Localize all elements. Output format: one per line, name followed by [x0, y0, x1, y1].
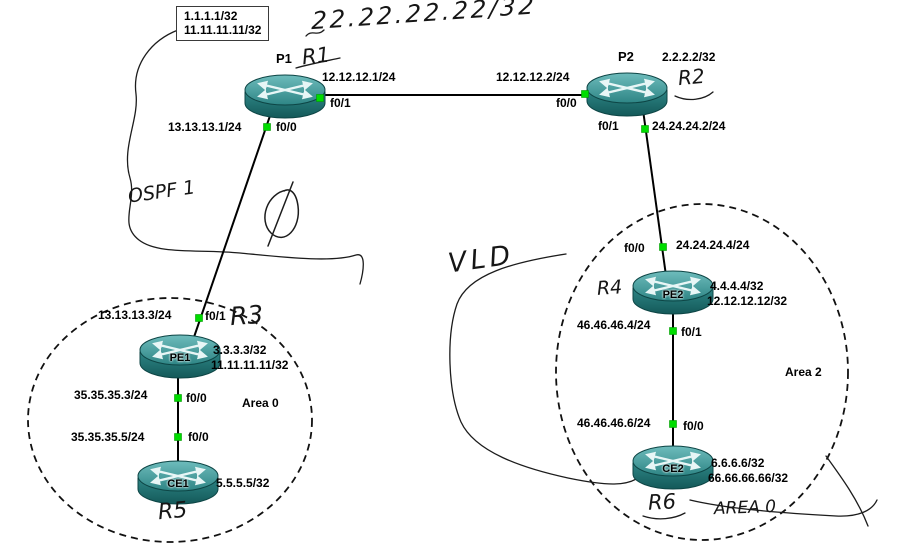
dot-ce2-f0-0: [669, 420, 677, 428]
freehand-r2-underline: [674, 91, 714, 101]
area0-boundary-ellipse: [27, 297, 313, 543]
dot-p2-f0-0: [581, 90, 589, 98]
pe2-f00-ip-label: 24.24.24.4/24: [676, 238, 750, 252]
dot-ce1-f0-0: [174, 433, 182, 441]
p1-f00-ip-label: 13.13.13.1/24: [168, 120, 242, 134]
p2-f00-interface-label: f0/0: [556, 96, 577, 110]
pe2-f01-interface-label: f0/1: [681, 325, 702, 339]
pe2-loopback1-label: 4.4.4.4/32: [710, 279, 764, 293]
p1-loopback2-label: 11.11.11.11/32: [184, 23, 262, 37]
p1-f01-interface-label: f0/1: [330, 96, 351, 110]
ce1-f00-interface-label: f0/0: [188, 430, 209, 444]
ce2-f00-interface-label: f0/0: [683, 419, 704, 433]
router-p2-icon: [587, 73, 667, 116]
ce1-loopback-label: 5.5.5.5/32: [216, 476, 270, 490]
dot-pe2-f0-1: [669, 327, 677, 335]
pe2-f01-ip-label: 46.46.46.4/24: [577, 318, 651, 332]
area2-label: Area 2: [785, 365, 822, 379]
p2-f00-ip-label: 12.12.12.2/24: [496, 70, 570, 84]
p1-loopback1-label: 1.1.1.1/32: [184, 9, 238, 23]
router-p1-name: P1: [276, 51, 292, 66]
link-p2-pe2: [642, 109, 669, 291]
router-ce2-name: CE2: [662, 463, 684, 475]
ce2-loopback2-label: 66.66.66.66/32: [708, 471, 789, 485]
handwritten-r6: R6: [647, 489, 677, 515]
pe1-f00-interface-label: f0/0: [186, 391, 207, 405]
p1-loopback-note-box: 1.1.1.1/32 11.11.11.11/32: [176, 6, 270, 41]
link-p1-pe1: [192, 109, 273, 341]
pe1-loopback2-label: 11.11.11.11/32: [211, 358, 289, 372]
p2-f01-interface-label: f0/1: [598, 119, 619, 133]
p2-f01-ip-label: 24.24.24.2/24: [652, 119, 726, 133]
router-p2-name: P2: [618, 49, 634, 64]
router-p1-icon: [245, 75, 325, 118]
pe1-f00-ip-label: 35.35.35.3/24: [74, 388, 148, 402]
dot-p1-f0-1: [316, 94, 324, 102]
freehand-bottom-right-diagonal: [825, 455, 869, 527]
dot-p2-f0-1: [641, 125, 649, 133]
ce1-f00-ip-label: 35.35.35.5/24: [71, 430, 145, 444]
pe2-f00-interface-label: f0/0: [624, 241, 645, 255]
freehand-left-loop: [126, 29, 364, 285]
router-pe1-name: PE1: [169, 352, 191, 364]
handwritten-r4: R4: [596, 276, 623, 300]
dot-pe1-f0-0: [174, 394, 182, 402]
freehand-zero-oval: [264, 189, 300, 239]
area0-label: Area 0: [242, 396, 279, 410]
freehand-r6-underline: [642, 512, 686, 520]
area2-boundary-ellipse: [555, 203, 849, 541]
freehand-scribble-mark: [305, 29, 325, 37]
freehand-zero-slash: [267, 181, 294, 247]
freehand-bottom-right-underline: [689, 499, 878, 517]
handwritten-r3: R3: [228, 299, 265, 332]
p1-f00-interface-label: f0/0: [276, 120, 297, 134]
p2-loopback-label: 2.2.2.2/32: [662, 50, 716, 64]
pe1-loopback1-label: 3.3.3.3/32: [213, 343, 267, 357]
dot-pe1-f0-1: [195, 314, 203, 322]
router-ce1-name: CE1: [167, 478, 189, 490]
pe1-f01-interface-label: f0/1: [205, 309, 226, 323]
dot-pe2-f0-0: [659, 243, 667, 251]
dot-p1-f0-0: [263, 123, 271, 131]
handwritten-r5: R5: [156, 497, 189, 526]
pe2-loopback2-label: 12.12.12.12/32: [707, 294, 788, 308]
pe1-f01-ip-label: 13.13.13.3/24: [98, 308, 172, 322]
p1-f01-ip-label: 12.12.12.1/24: [322, 70, 396, 84]
freehand-r1-stroke: [295, 57, 341, 69]
ce2-f00-ip-label: 46.46.46.6/24: [577, 416, 651, 430]
handwritten-r2: R2: [676, 63, 706, 91]
router-pe2-name: PE2: [662, 289, 684, 301]
handwritten-area0: AREA 0: [713, 496, 777, 520]
handwritten-r1: R1: [300, 42, 332, 70]
ce2-loopback1-label: 6.6.6.6/32: [711, 456, 765, 470]
